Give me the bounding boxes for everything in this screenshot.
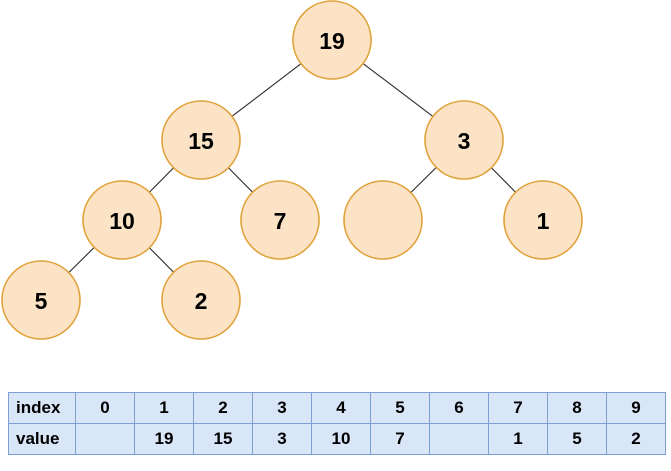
index-cell-4[interactable]: 4 (311, 392, 371, 424)
tree-node[interactable]: 15 (161, 100, 241, 180)
tree-node-label: 2 (195, 288, 208, 314)
tree-edge (68, 247, 95, 273)
tree-node-circle[interactable] (240, 180, 320, 260)
tree-node-circle[interactable] (503, 180, 583, 260)
index-cell-7[interactable]: 7 (488, 392, 548, 424)
tree-node-label: 3 (458, 128, 471, 154)
value-cell-8[interactable]: 5 (547, 423, 607, 455)
tree-node[interactable]: 10 (82, 180, 162, 260)
tree-node[interactable]: 1 (503, 180, 583, 260)
tree-edge (228, 167, 253, 193)
value-cell-4[interactable]: 10 (311, 423, 371, 455)
tree-node[interactable]: 5 (1, 260, 81, 340)
index-cell-5[interactable]: 5 (370, 392, 430, 424)
tree-node-label: 19 (319, 28, 345, 54)
tree-node-circle[interactable] (1, 260, 81, 340)
tree-node-label: 1 (537, 208, 550, 234)
tree-node[interactable]: 19 (292, 0, 372, 80)
tree-edge (149, 247, 174, 273)
index-cell-1[interactable]: 1 (134, 392, 194, 424)
tree-node-circle[interactable] (82, 180, 162, 260)
value-cell-3[interactable]: 3 (252, 423, 312, 455)
value-cell-0[interactable] (75, 423, 135, 455)
tree-edge-layer (68, 63, 516, 273)
tree-edge (491, 167, 516, 193)
tree-node-circle[interactable] (161, 100, 241, 180)
index-cell-0[interactable]: 0 (75, 392, 135, 424)
tree-node[interactable]: 7 (240, 180, 320, 260)
tree-node-label: 15 (188, 128, 214, 154)
row-header-index: index (8, 392, 76, 424)
value-cell-6[interactable] (429, 423, 489, 455)
tree-node-circle[interactable] (343, 180, 423, 260)
tree-node-empty[interactable] (343, 180, 423, 260)
index-cell-9[interactable]: 9 (606, 392, 666, 424)
index-cell-8[interactable]: 8 (547, 392, 607, 424)
value-cell-1[interactable]: 19 (134, 423, 194, 455)
tree-node[interactable]: 2 (161, 260, 241, 340)
tree-edge (149, 167, 174, 193)
value-cell-7[interactable]: 1 (488, 423, 548, 455)
index-cell-2[interactable]: 2 (193, 392, 253, 424)
index-cell-6[interactable]: 6 (429, 392, 489, 424)
tree-node-circle[interactable] (424, 100, 504, 180)
tree-node-label: 5 (35, 288, 48, 314)
row-header-value: value (8, 423, 76, 455)
value-cell-2[interactable]: 15 (193, 423, 253, 455)
tree-edge (362, 63, 434, 117)
tree-node-circle[interactable] (161, 260, 241, 340)
value-cell-9[interactable]: 2 (606, 423, 666, 455)
tree-edge (410, 167, 437, 193)
value-cell-5[interactable]: 7 (370, 423, 430, 455)
tree-edge (231, 63, 302, 117)
index-cell-3[interactable]: 3 (252, 392, 312, 424)
tree-node-label: 7 (274, 208, 287, 234)
tree-node-circle[interactable] (292, 0, 372, 80)
tree-node[interactable]: 3 (424, 100, 504, 180)
tree-node-label: 10 (109, 208, 135, 234)
